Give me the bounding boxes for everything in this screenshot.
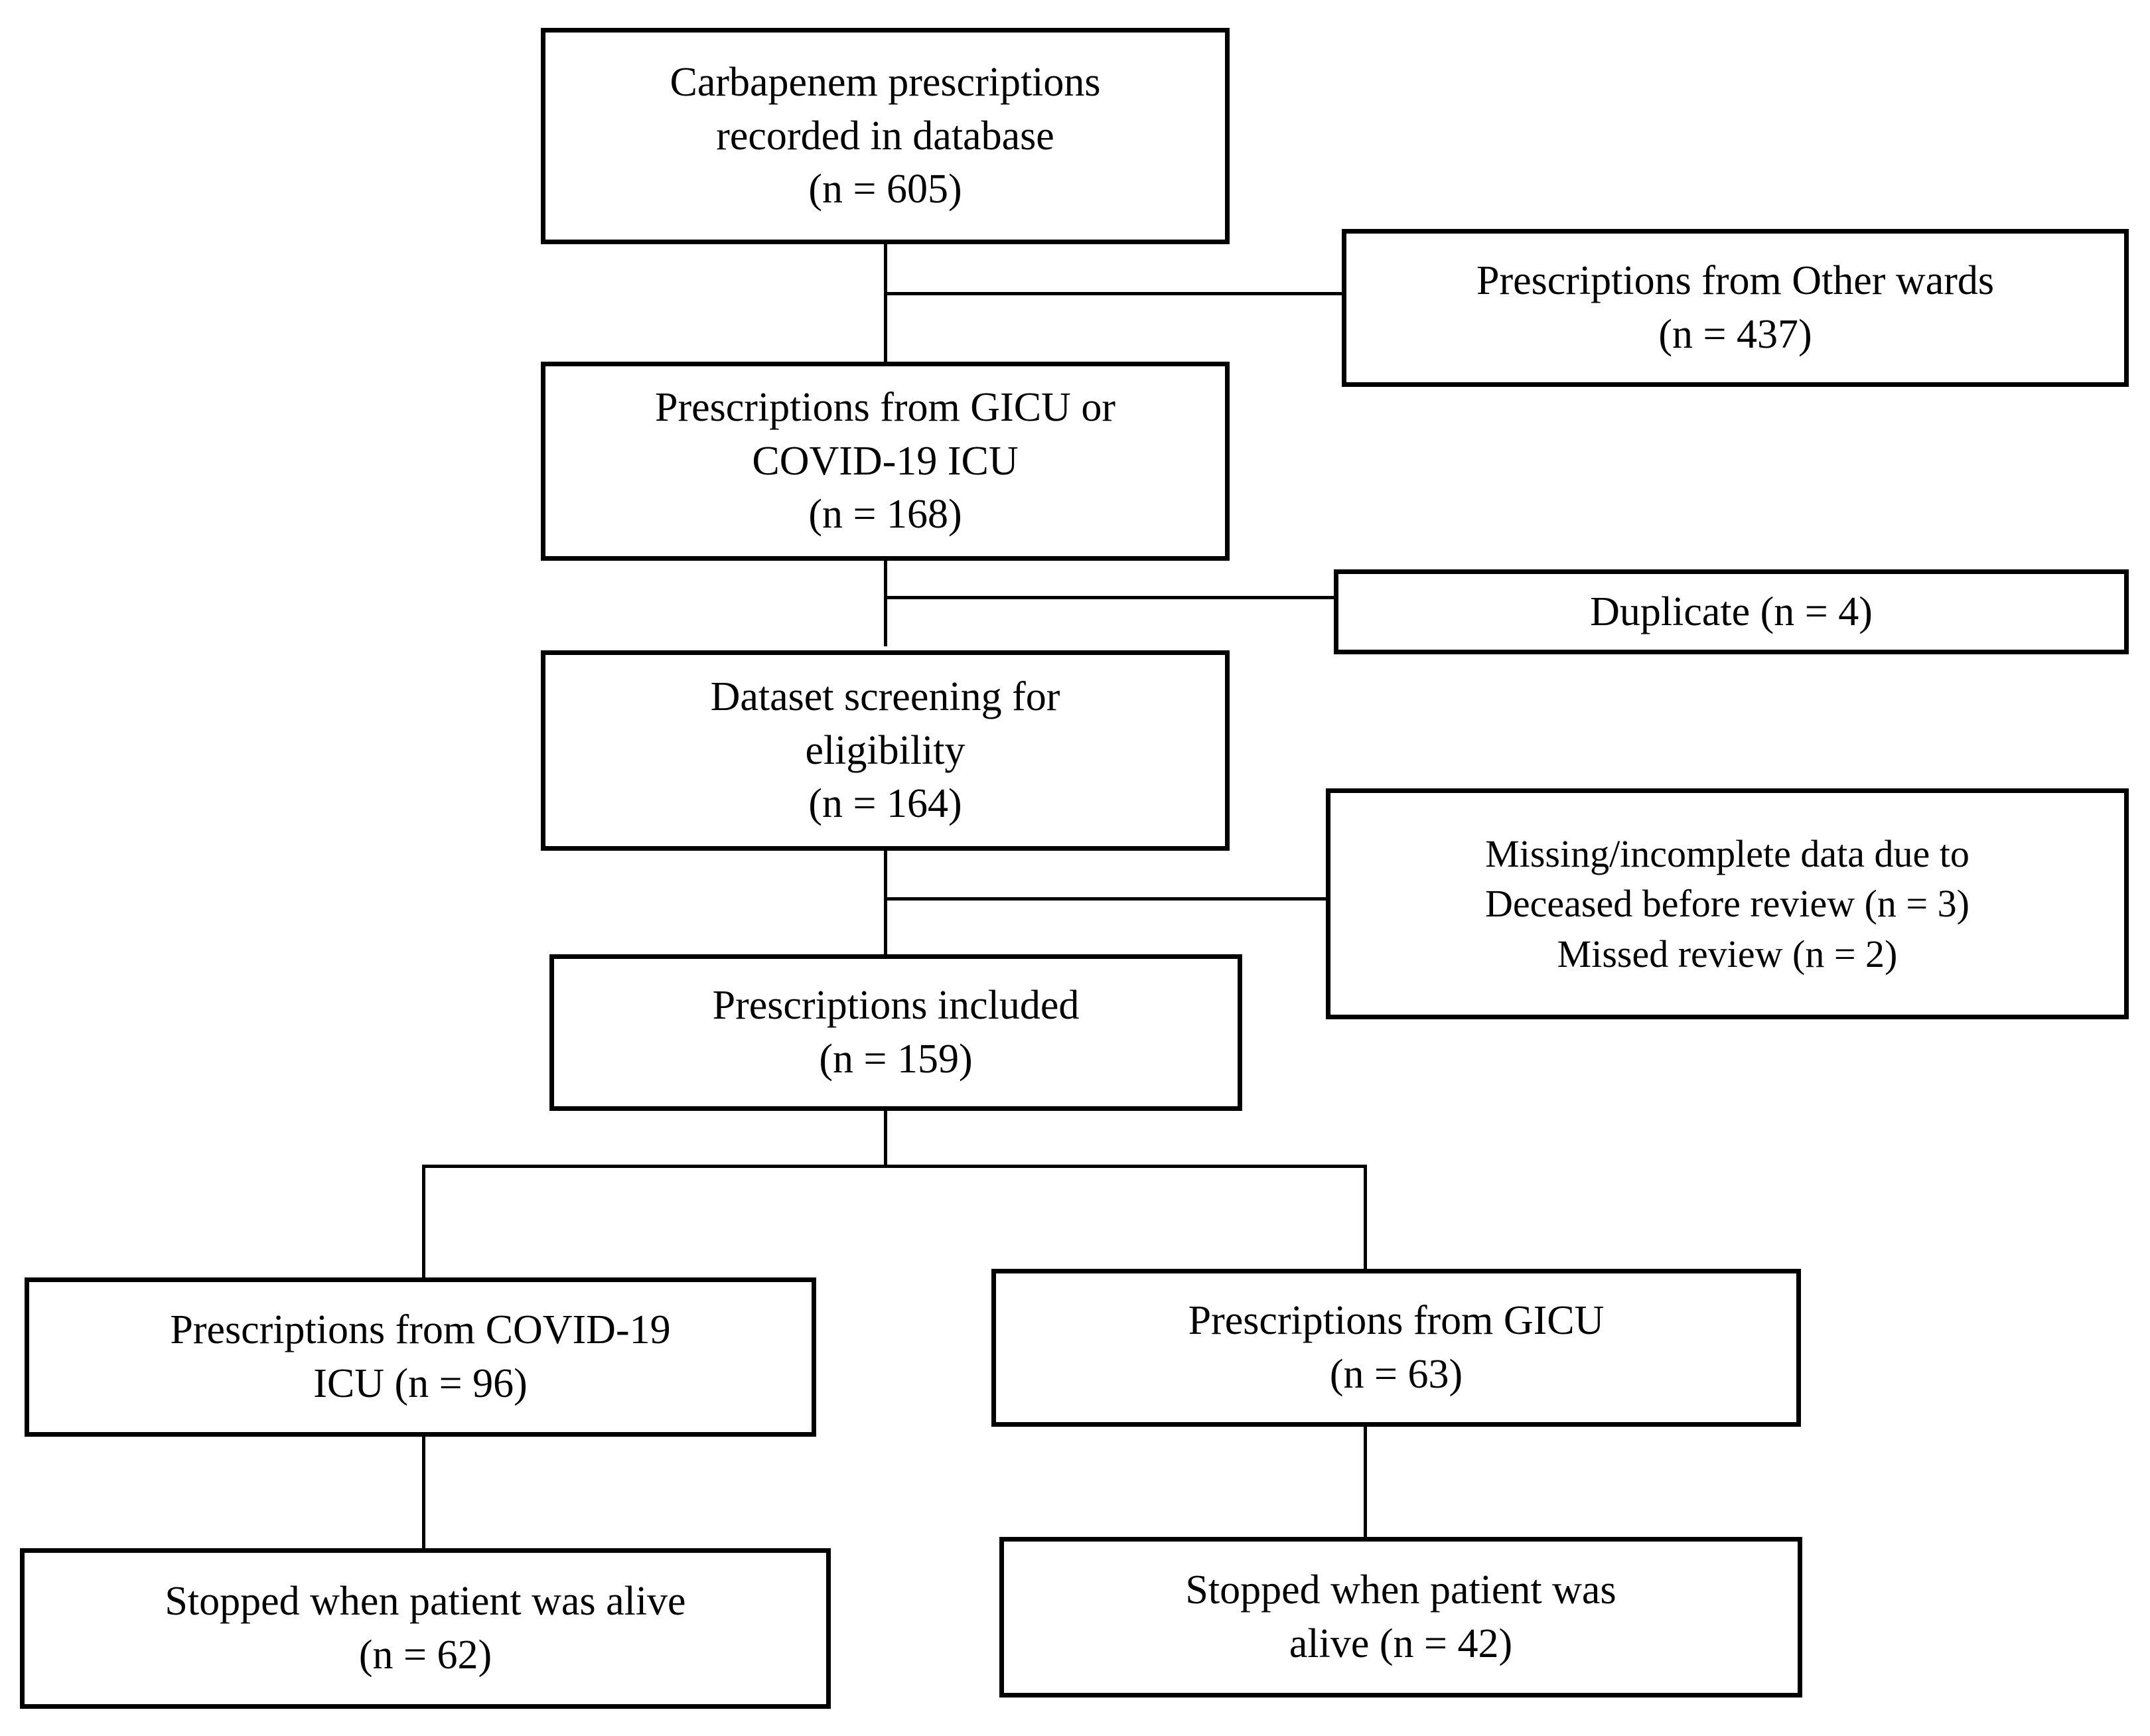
node-covid-icu-label: Prescriptions from COVID-19 ICU (n = 96) (170, 1307, 671, 1406)
node-missing-data-label: Missing/incomplete data due to Deceased … (1485, 832, 1970, 976)
connector-recorded-to-other-wards (884, 292, 1343, 295)
node-duplicate[interactable]: Duplicate (n = 4) (1334, 569, 2129, 654)
node-gicu-or-covid[interactable]: Prescriptions from GICU or COVID-19 ICU … (541, 362, 1230, 561)
node-gicu-or-covid-label: Prescriptions from GICU or COVID-19 ICU … (655, 385, 1115, 538)
node-stopped-gicu-label: Stopped when patient was alive (n = 42) (1185, 1567, 1616, 1666)
node-other-wards-label: Prescriptions from Other wards (n = 437) (1476, 258, 1994, 357)
node-missing-data[interactable]: Missing/incomplete data due to Deceased … (1326, 788, 2129, 1019)
connector-screening-to-included (884, 851, 887, 965)
connector-included-split-bar (422, 1165, 1367, 1168)
node-screening-label: Dataset screening for eligibility (n = 1… (710, 674, 1060, 827)
connector-included-stem (884, 1110, 887, 1168)
connector-split-to-gicu (1364, 1165, 1367, 1271)
connector-gicu-to-stopped (1364, 1425, 1367, 1537)
connector-covid-icu-to-stopped (422, 1435, 425, 1548)
node-recorded[interactable]: Carbapenem prescriptions recorded in dat… (541, 28, 1230, 244)
connector-gicu-to-screening (884, 559, 887, 646)
node-recorded-label: Carbapenem prescriptions recorded in dat… (670, 60, 1101, 212)
connector-screening-to-missing (884, 897, 1327, 901)
node-included[interactable]: Prescriptions included (n = 159) (549, 954, 1242, 1111)
node-duplicate-label: Duplicate (n = 4) (1590, 589, 1873, 634)
node-screening[interactable]: Dataset screening for eligibility (n = 1… (541, 650, 1230, 851)
node-stopped-covid[interactable]: Stopped when patient was alive (n = 62) (20, 1548, 831, 1709)
node-included-label: Prescriptions included (n = 159) (712, 983, 1080, 1082)
node-other-wards[interactable]: Prescriptions from Other wards (n = 437) (1342, 229, 2129, 387)
connector-gicu-to-duplicate (884, 596, 1336, 599)
node-stopped-covid-label: Stopped when patient was alive (n = 62) (165, 1579, 686, 1678)
node-covid-icu[interactable]: Prescriptions from COVID-19 ICU (n = 96) (25, 1277, 816, 1437)
connector-recorded-to-gicu (884, 244, 887, 377)
connector-split-to-covid-icu (422, 1165, 425, 1279)
node-stopped-gicu[interactable]: Stopped when patient was alive (n = 42) (999, 1537, 1802, 1698)
node-gicu[interactable]: Prescriptions from GICU (n = 63) (991, 1269, 1801, 1427)
node-gicu-label: Prescriptions from GICU (n = 63) (1188, 1298, 1605, 1397)
